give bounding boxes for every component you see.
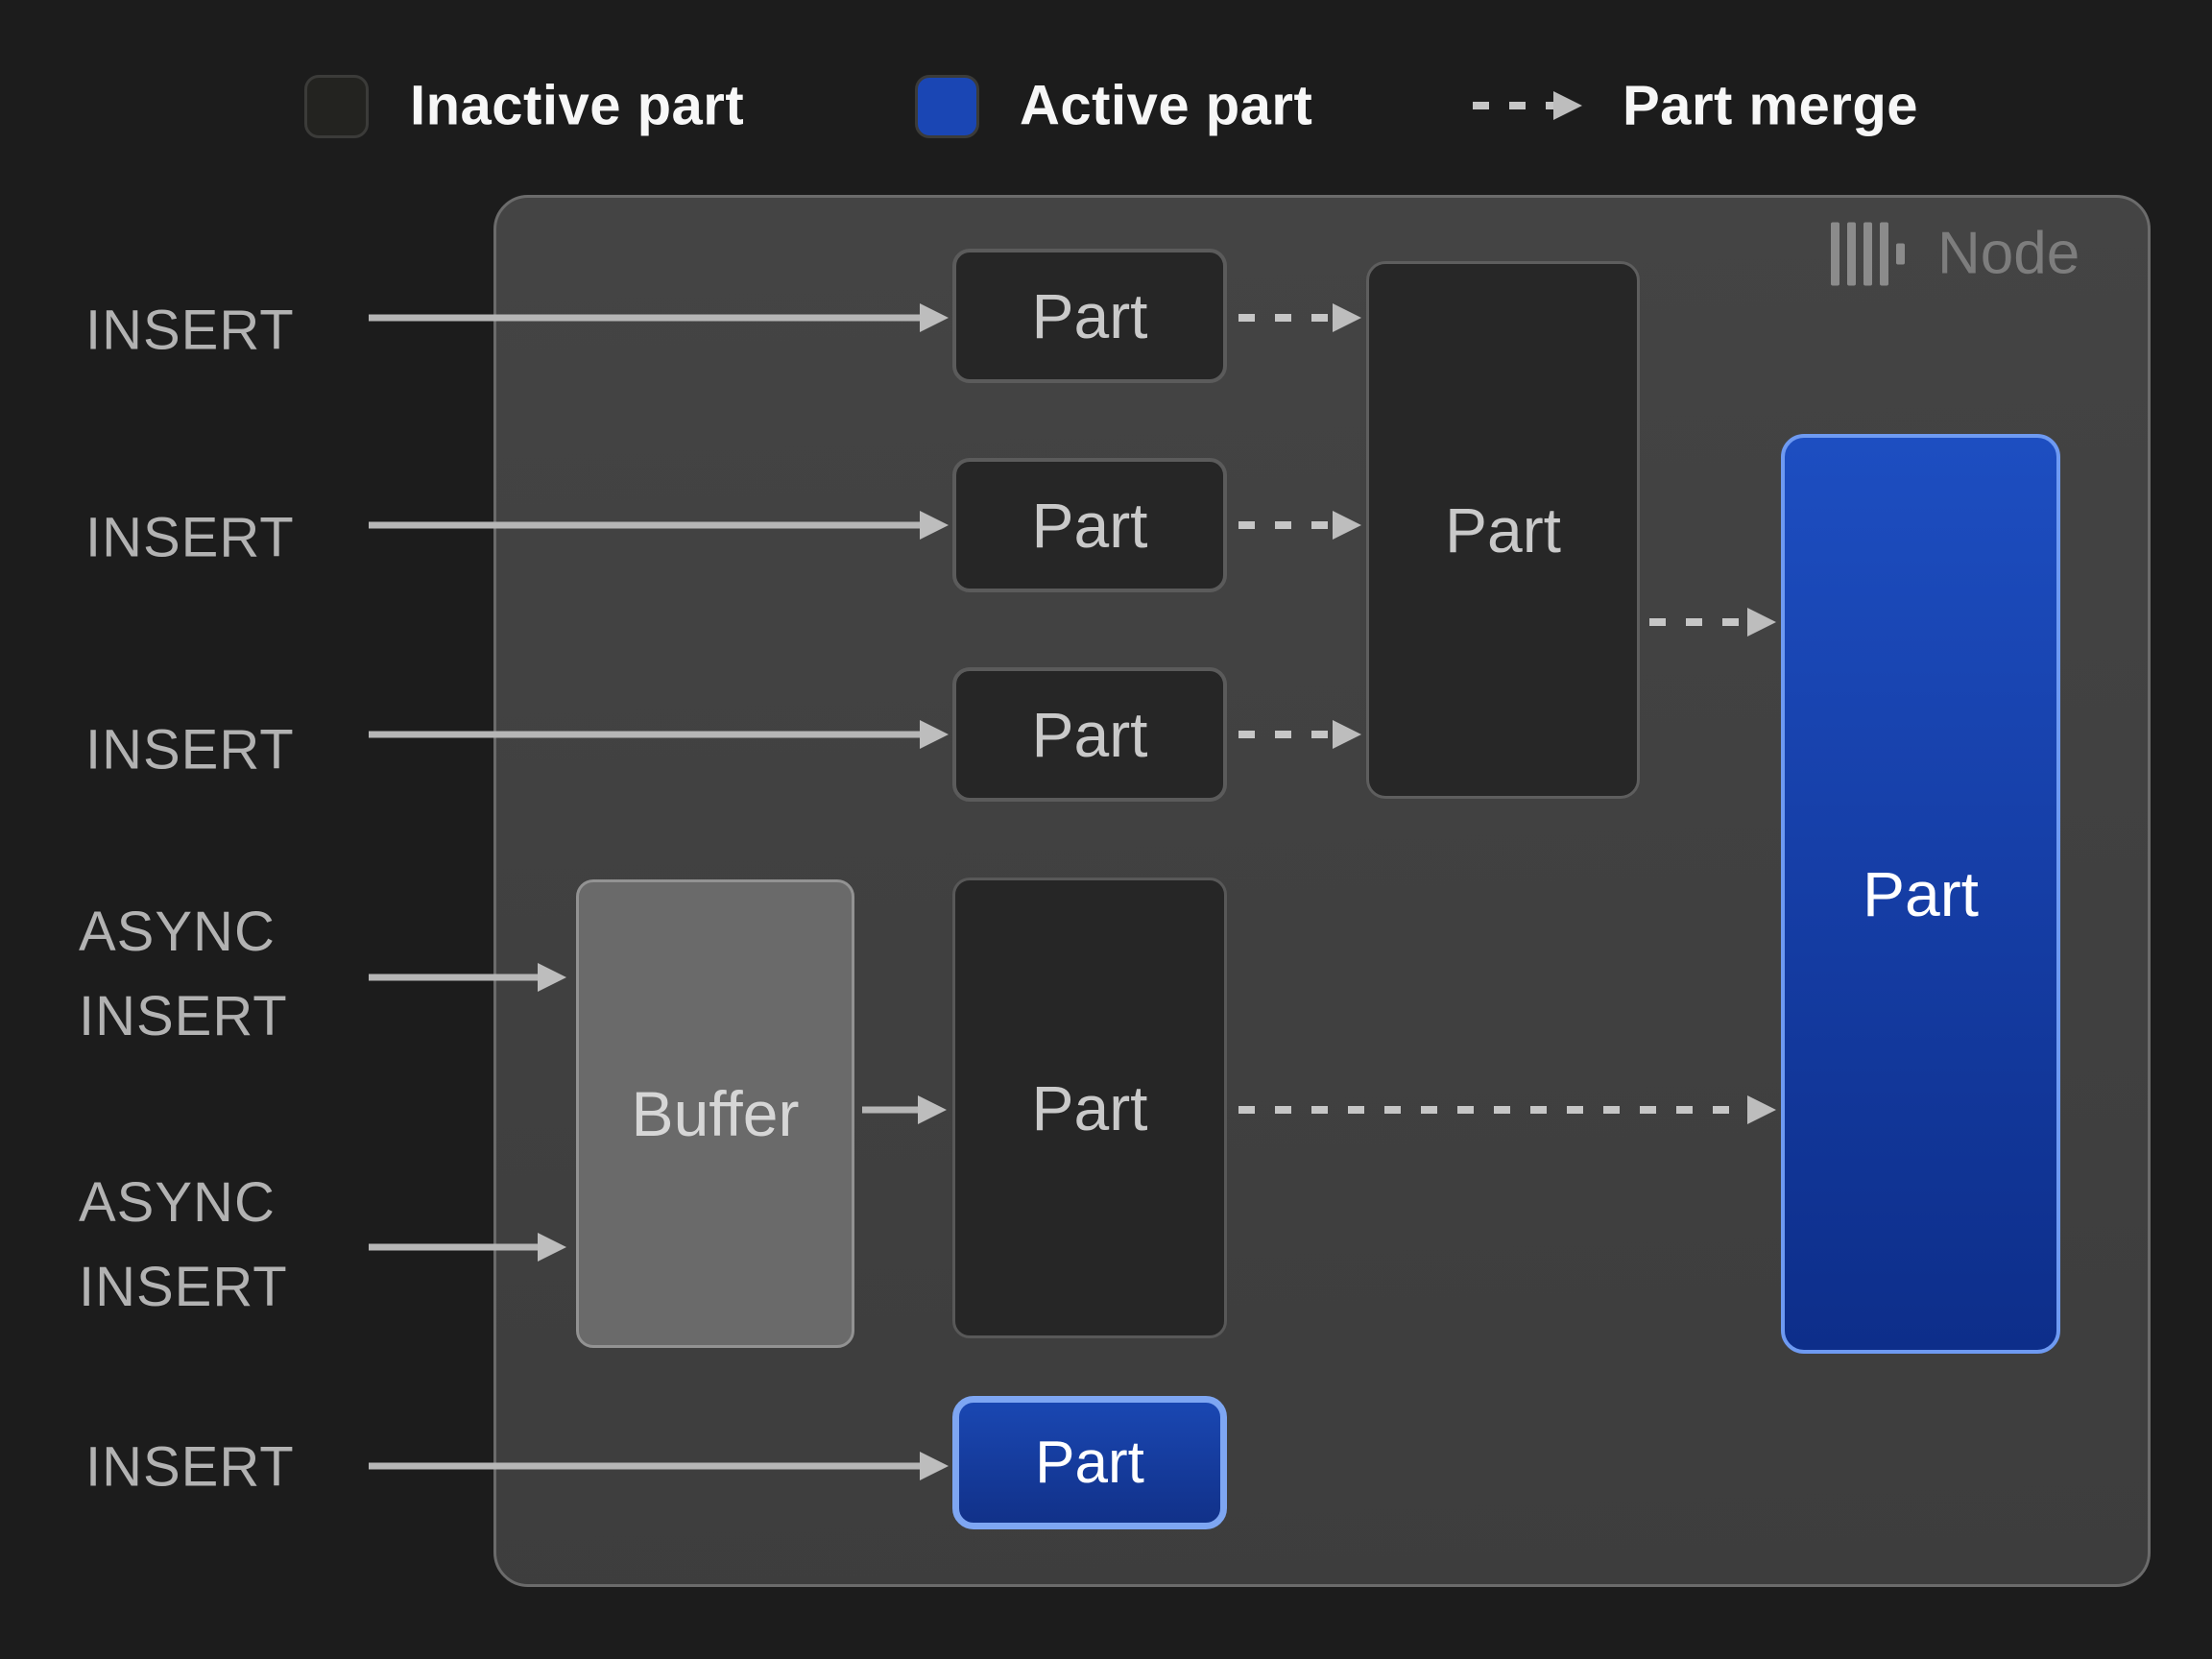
inactive-part-box-2-label: Part <box>1031 490 1148 561</box>
inactive-part-box-2: Part <box>952 458 1227 592</box>
clickhouse-bars-icon <box>1831 221 1905 286</box>
async-insert-label-2-line2: INSERT <box>79 1256 288 1318</box>
buffer-part-box-label: Part <box>1031 1072 1148 1143</box>
merged-part-box: Part <box>1366 261 1640 799</box>
insert-label-4: INSERT <box>85 1435 295 1499</box>
legend-active-label: Active part <box>1020 74 1313 137</box>
async-insert-label-1: ASYNC INSERT <box>79 890 288 1059</box>
inactive-part-box-3-label: Part <box>1031 699 1148 770</box>
active-part-box-small: Part <box>952 1396 1227 1529</box>
buffer-box-label: Buffer <box>631 1078 800 1149</box>
inactive-part-box-3: Part <box>952 667 1227 802</box>
insert-label-2: INSERT <box>85 506 295 569</box>
merged-part-box-label: Part <box>1444 494 1562 565</box>
async-insert-label-2-line1: ASYNC <box>79 1171 276 1234</box>
async-insert-label-1-line2: INSERT <box>79 985 288 1047</box>
async-insert-label-2: ASYNC INSERT <box>79 1161 288 1330</box>
async-insert-label-1-line1: ASYNC <box>79 901 276 963</box>
buffer-box: Buffer <box>576 879 854 1348</box>
insert-label-1: INSERT <box>85 299 295 362</box>
inactive-part-swatch-icon <box>304 75 369 138</box>
active-part-box-large: Part <box>1781 434 2060 1354</box>
legend-inactive-label: Inactive part <box>410 74 745 137</box>
legend-merge-label: Part merge <box>1623 74 1919 137</box>
insert-label-3: INSERT <box>85 718 295 781</box>
active-part-box-large-label: Part <box>1862 858 1980 929</box>
node-title-label: Node <box>1937 220 2080 287</box>
inactive-part-box-1-label: Part <box>1031 280 1148 351</box>
active-part-swatch-icon <box>915 75 979 138</box>
buffer-part-box: Part <box>952 878 1227 1338</box>
inactive-part-box-1: Part <box>952 249 1227 383</box>
node-title: Node <box>1831 220 2080 288</box>
active-part-box-small-label: Part <box>1035 1430 1144 1496</box>
